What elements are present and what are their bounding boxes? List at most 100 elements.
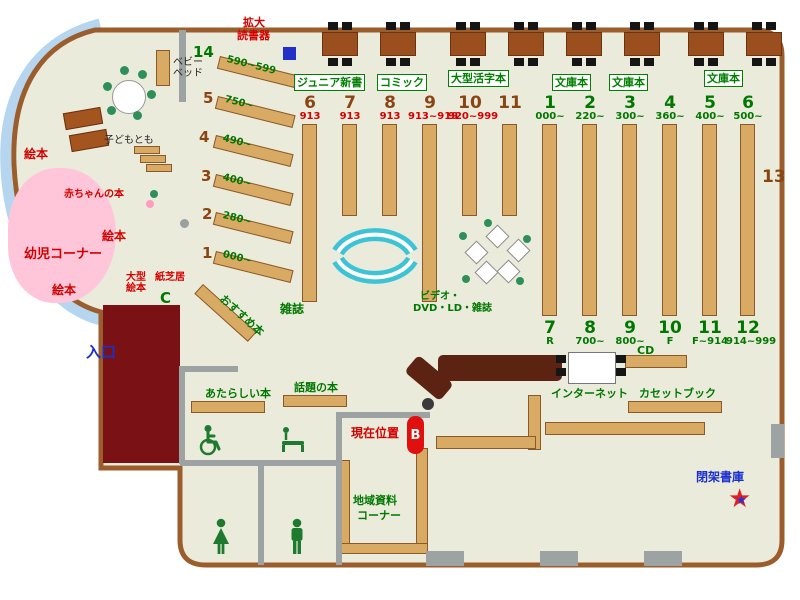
entrance-label: 入口 <box>86 343 117 361</box>
shelf-number: 5 <box>203 89 214 107</box>
shelf-range: 913 <box>339 111 361 122</box>
stool <box>133 111 142 120</box>
reading-table <box>380 22 416 66</box>
reading-table <box>566 22 602 66</box>
stool <box>103 82 112 91</box>
service-counter <box>438 355 562 381</box>
wall-pillar <box>771 424 784 458</box>
shelf-range: 700~ <box>575 336 605 347</box>
current-location-label: 現在位置 <box>351 426 400 440</box>
bookshelf <box>502 124 517 216</box>
bookshelf <box>283 395 347 407</box>
picture-books-label: 絵本 <box>24 147 49 161</box>
star-icon-outer: ★ <box>728 484 752 514</box>
wall-pillar <box>540 551 578 566</box>
shelf-number: 11 <box>498 93 522 113</box>
shelf-number: 10 <box>458 93 482 113</box>
shelf-number: 4 <box>199 128 210 146</box>
picture-books-label: 絵本 <box>52 283 77 297</box>
wheelchair-icon <box>199 425 221 456</box>
shelf-range: 800~ <box>615 336 645 347</box>
entrance-mat <box>103 305 180 463</box>
shelf-range: 913 <box>299 111 321 122</box>
shelf-number: 2 <box>202 205 213 223</box>
bookshelf <box>302 124 317 302</box>
wall <box>258 460 264 565</box>
shelf-number: 7 <box>344 93 356 113</box>
shelf-range: 400~ <box>695 111 725 122</box>
copier-mark: C <box>160 289 172 307</box>
local-materials-label-line1: 地域資料 <box>353 494 397 507</box>
stool <box>146 200 154 208</box>
wall <box>179 30 186 102</box>
bookshelf <box>338 543 428 554</box>
shelf-number: 1 <box>544 93 556 113</box>
shelf-range: 000~ <box>535 111 565 122</box>
magnifier-reader-device <box>283 47 296 60</box>
shelf-range: 500~ <box>733 111 763 122</box>
internet-label: インターネット <box>551 387 628 400</box>
internet-table <box>568 352 616 384</box>
shelf-range: F <box>666 336 674 347</box>
shelf-number: 4 <box>664 93 676 113</box>
shelf-range: 360~ <box>655 111 685 122</box>
shelf-number: 11 <box>698 318 722 338</box>
stool <box>150 190 158 198</box>
shelf-number: 10 <box>658 318 682 338</box>
new-books-label: あたらしい本 <box>205 387 271 400</box>
video-label-line1: ビデオ・ <box>420 291 460 302</box>
shelf-number: 6 <box>742 93 754 113</box>
shelf-number: 8 <box>384 93 396 113</box>
shelf-range: F~914 <box>691 336 729 347</box>
kamishibai-label: 紙芝居 <box>155 272 185 283</box>
shelf-number: 5 <box>704 93 716 113</box>
reading-table <box>508 22 544 66</box>
magazine-rack-lower-stripe <box>336 258 414 280</box>
stool <box>147 90 156 99</box>
step-bench <box>140 155 166 163</box>
stool <box>107 106 116 115</box>
bookshelf <box>462 124 477 216</box>
shelf-number: 8 <box>584 318 596 338</box>
section-label-bunko: 文庫本 <box>704 70 743 87</box>
pillar <box>422 398 434 410</box>
wall <box>336 412 342 565</box>
shelf-number: 6 <box>304 93 316 113</box>
magazines-label: 雑誌 <box>280 302 305 316</box>
shelf-range: 913~919 <box>408 111 459 122</box>
large-picture-books-label-line1: 大型 <box>126 272 146 283</box>
baby-books-label: 赤ちゃんの本 <box>64 189 124 200</box>
closed-stacks-label: 閉架書庫 <box>696 470 745 484</box>
bookshelf <box>422 124 437 302</box>
wall <box>179 366 185 464</box>
bookshelf <box>416 448 428 552</box>
local-materials-label-line2: コーナー <box>357 509 401 522</box>
reading-table <box>450 22 486 66</box>
star-icon-inner: ★ <box>736 493 747 507</box>
stool <box>484 219 492 227</box>
wall <box>180 366 238 372</box>
magazine-rack-upper-stripe <box>336 232 414 254</box>
shelf-number: 3 <box>201 167 212 185</box>
shelf-range: 300~ <box>615 111 645 122</box>
wall <box>340 412 430 418</box>
section-label-comic: コミック <box>377 74 427 91</box>
cassette-book-label: カセットブック <box>639 387 716 400</box>
shelf-number: 1 <box>202 244 213 262</box>
shelf-range: R <box>546 336 554 347</box>
reading-table <box>322 22 358 66</box>
bookshelf <box>191 401 265 413</box>
stool <box>462 275 470 283</box>
bookshelf <box>342 124 357 216</box>
bookshelf <box>382 124 397 216</box>
bookshelf <box>542 124 557 316</box>
bookshelf <box>545 422 705 435</box>
video-label-line2: DVD・LD・雑誌 <box>413 303 493 314</box>
marker-letter: B <box>410 427 421 443</box>
step-bench <box>134 146 160 154</box>
shelf-range: 914~999 <box>726 336 777 347</box>
bookshelf <box>582 124 597 316</box>
baby-bed <box>156 50 170 86</box>
shelf-number: 2 <box>584 93 596 113</box>
baby-bed-label-line1: ベビー <box>173 57 203 68</box>
